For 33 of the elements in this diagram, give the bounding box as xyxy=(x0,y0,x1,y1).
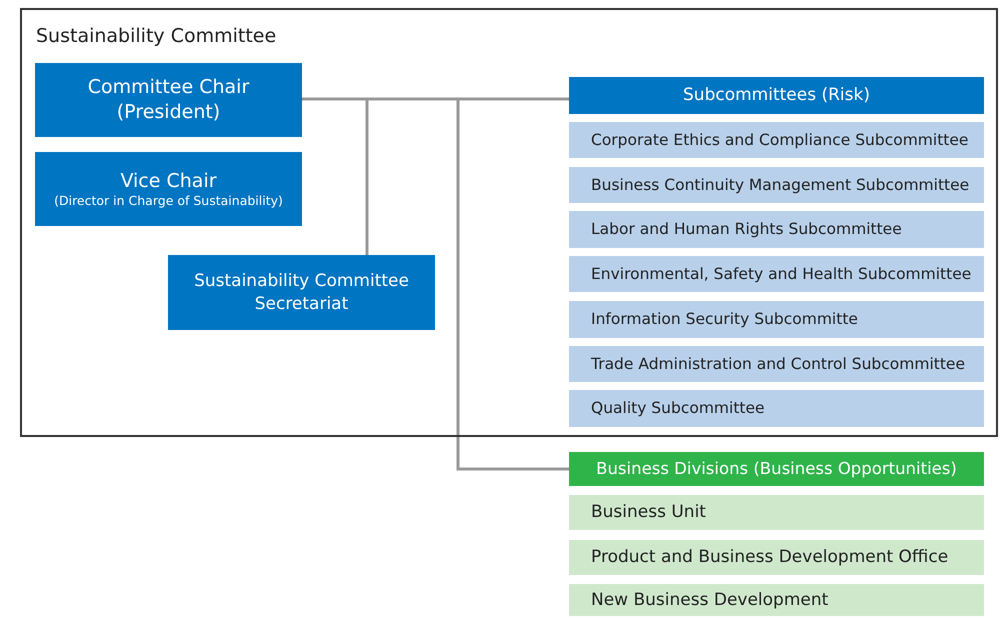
division-label: Business Unit xyxy=(591,501,706,524)
frame-title: Sustainability Committee xyxy=(36,24,276,49)
role-label: Vice Chair xyxy=(120,168,217,194)
group-header xyxy=(569,452,984,486)
subcommittee-label: Business Continuity Management Subcommittee xyxy=(591,174,970,196)
division-box xyxy=(569,540,984,575)
subcommittee-box xyxy=(569,390,984,427)
header-label: Business Divisions (Business Opportunities) xyxy=(596,458,957,480)
subcommittee-label: Corporate Ethics and Compliance Subcommittee xyxy=(591,130,968,150)
division-box xyxy=(569,584,984,616)
subcommittee-box xyxy=(569,346,984,382)
header-label: Subcommittees (Risk) xyxy=(683,84,870,107)
role-label: Committee Chair (President) xyxy=(86,75,250,125)
subcommittee-label: Trade Administration and Control Subcommittee xyxy=(591,354,965,374)
group-header xyxy=(569,77,984,114)
subcommittee-box xyxy=(569,211,984,248)
subcommittee-box xyxy=(569,301,984,338)
division-label: New Business Development xyxy=(591,588,828,612)
subcommittee-label: Information Security Subcommitte xyxy=(591,309,858,330)
subcommittee-box xyxy=(569,167,984,203)
role-box xyxy=(35,63,302,137)
subcommittee-label: Environmental, Safety and Health Subcommittee xyxy=(591,264,972,284)
committee-frame xyxy=(20,8,998,437)
role-box xyxy=(35,152,302,226)
subcommittee-box xyxy=(569,256,984,292)
role-label: Sustainability Committee Secretariat xyxy=(193,270,410,315)
role-box xyxy=(168,255,435,330)
division-label: Product and Business Development Office xyxy=(591,546,948,569)
division-box xyxy=(569,495,984,530)
subcommittee-label: Labor and Human Rights Subcommittee xyxy=(591,219,902,240)
subcommittee-box xyxy=(569,122,984,158)
subcommittee-label: Quality Subcommittee xyxy=(591,398,765,419)
role-label: (Director in Charge of Sustainability) xyxy=(54,193,283,210)
